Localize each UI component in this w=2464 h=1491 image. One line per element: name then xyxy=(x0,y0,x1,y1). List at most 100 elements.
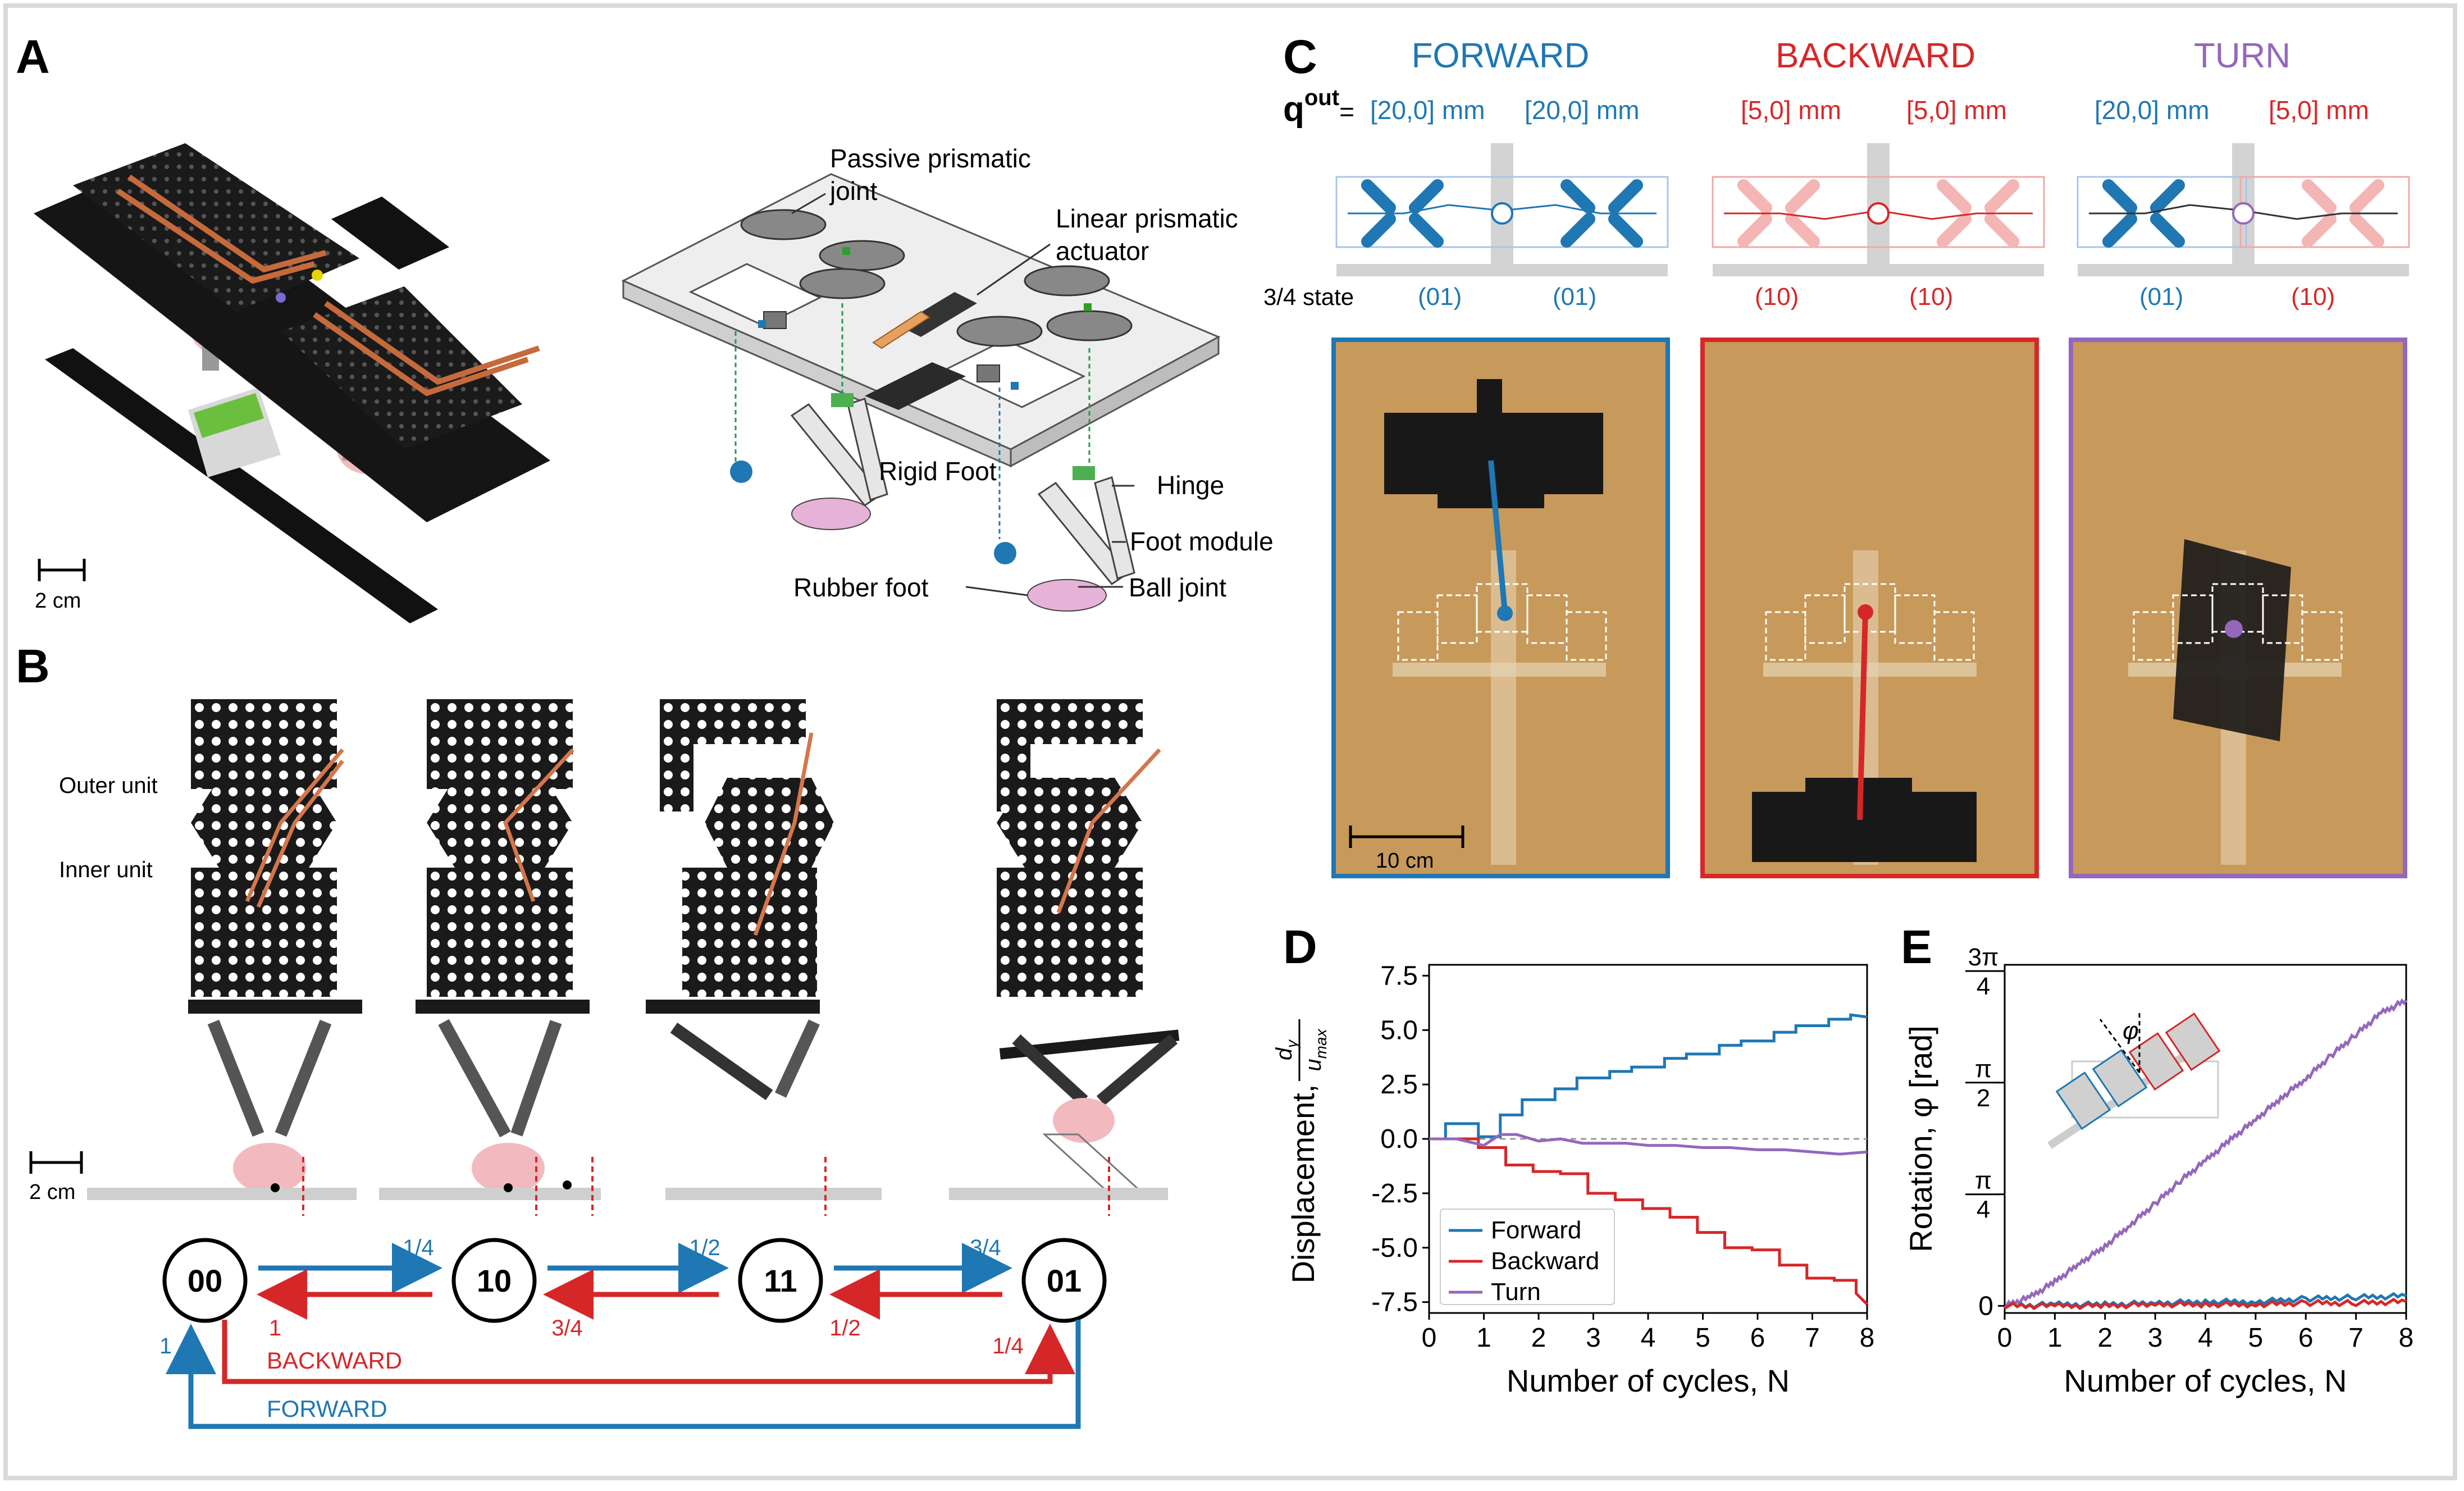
panel-letter-c: C xyxy=(1283,30,1317,83)
label-inner-unit: Inner unit xyxy=(59,858,153,882)
panel-b-scale-label: 2 cm xyxy=(29,1180,75,1204)
chart-d-xtick-label: 3 xyxy=(1586,1323,1601,1353)
q-forward-right: [20,0] mm xyxy=(1525,95,1640,125)
panel-letter-e: E xyxy=(1901,920,1932,973)
panel-b-side-views xyxy=(87,1000,1180,1216)
chart-e-inset-block-red xyxy=(2165,1012,2221,1071)
chart-e-inset-block-blue xyxy=(2092,1048,2148,1108)
chart-e-xtick-label: 8 xyxy=(2399,1323,2414,1353)
chart-d-ylabel-numerator-sub: y xyxy=(1283,1039,1301,1049)
chart-e-ytick-numerator: π xyxy=(1975,1167,1992,1194)
panel-letter-d: D xyxy=(1283,920,1317,973)
state-label-00: 00 xyxy=(188,1263,222,1298)
c-forward-state-left: (01) xyxy=(1418,283,1462,311)
q-backward-right: [5,0] mm xyxy=(1906,95,2007,125)
backward-label-1-4: 1/4 xyxy=(992,1334,1024,1358)
chart-d-legend xyxy=(1440,1209,1615,1305)
forward-label-3-4: 3/4 xyxy=(970,1235,1001,1260)
chart-d-ytick-label: -7.5 xyxy=(1371,1288,1418,1317)
c-title-backward: BACKWARD xyxy=(1776,37,1975,75)
chart-d-legend-label: Backward xyxy=(1491,1247,1599,1275)
forward-label-1-4: 1/4 xyxy=(403,1235,434,1260)
chart-d-series-backward xyxy=(1429,1137,1868,1306)
chart-d-xlabel: Number of cycles, N xyxy=(1507,1363,1790,1398)
chart-d-xtick-label: 1 xyxy=(1476,1323,1491,1353)
c-photo-backward xyxy=(1700,338,2039,878)
backward-label-1-2: 1/2 xyxy=(829,1316,861,1340)
state-node-01 xyxy=(1021,1238,1107,1323)
panel-a-photo xyxy=(34,143,550,623)
c-forward-state-right: (01) xyxy=(1553,283,1596,311)
panel-letter-a: A xyxy=(16,30,50,83)
c-turn-state-left: (01) xyxy=(2139,283,2183,311)
c-photo-forward xyxy=(1331,338,1670,878)
chart-d-series-turn xyxy=(1429,1133,1868,1156)
label-rigid-foot: Rigid Foot xyxy=(879,457,997,486)
chart-e-series-turn xyxy=(2003,998,2407,1310)
chart-d-ytick-label: 2.5 xyxy=(1380,1070,1418,1100)
label-linear-actuator-line1: Linear prismatic xyxy=(1056,204,1238,233)
chart-e-inset-block-red xyxy=(2128,1032,2184,1091)
chart-d-xtick-label: 5 xyxy=(1695,1323,1710,1353)
chart-d-xtick-label: 2 xyxy=(1531,1323,1546,1353)
panel-b-top-views xyxy=(191,699,1161,997)
q-forward-left: [20,0] mm xyxy=(1370,95,1485,125)
chart-d-ylabel-numerator: dy xyxy=(1272,1039,1301,1060)
chart-d-ylabel: Displacement, xyxy=(1285,1084,1321,1284)
chart-d-xtick-label: 0 xyxy=(1422,1323,1437,1353)
backward-loop-label: BACKWARD xyxy=(267,1347,402,1374)
label-linear-actuator: Linear prismatic actuator xyxy=(1056,204,1238,266)
c-photo-turn xyxy=(2069,338,2407,878)
state-node-10 xyxy=(451,1238,537,1323)
chart-d-legend-label: Forward xyxy=(1491,1216,1581,1244)
state-label-3-4: 3/4 state xyxy=(1263,284,1354,310)
c-title-turn: TURN xyxy=(2194,37,2290,75)
state-label-01: 01 xyxy=(1047,1263,1082,1298)
chart-e-xtick-label: 2 xyxy=(2097,1323,2112,1353)
chart-e-inset-block-blue xyxy=(2055,1071,2111,1130)
label-ball-joint: Ball joint xyxy=(1129,573,1226,602)
chart-d-xtick-label: 8 xyxy=(1860,1323,1875,1353)
label-linear-actuator-line2: actuator xyxy=(1056,236,1149,266)
chart-e-xtick-label: 1 xyxy=(2047,1323,2063,1353)
chart-e-xtick-label: 4 xyxy=(2198,1323,2213,1353)
chart-e-ytick-denominator: 4 xyxy=(1977,973,1990,1000)
chart-d-ytick-label: 0.0 xyxy=(1380,1124,1418,1154)
panel-b-scalebar xyxy=(29,1151,83,1174)
panel-a-schematic xyxy=(621,173,1221,612)
chart-e-inset-angle-line xyxy=(2099,1019,2141,1073)
chart-e-ytick-numerator: 3π xyxy=(1968,943,1999,971)
chart-e-xtick-label: 5 xyxy=(2248,1323,2264,1353)
chart-e-ytick-denominator: 2 xyxy=(1977,1084,1990,1112)
c-turn-state-right: (10) xyxy=(2291,283,2335,311)
chart-d-ytick-label: -2.5 xyxy=(1371,1179,1418,1209)
chart-e-xtick-label: 0 xyxy=(1997,1323,2013,1353)
q-backward-left: [5,0] mm xyxy=(1741,95,1841,125)
chart-e-inset-phi: φ xyxy=(2123,1017,2139,1045)
label-passive-joint-2: joint xyxy=(829,176,878,206)
chart-e-inset: φ xyxy=(2047,1011,2221,1149)
chart-e-xtick-label: 3 xyxy=(2148,1323,2163,1353)
chart-d-xtick-label: 4 xyxy=(1641,1323,1656,1353)
backward-label-1: 1 xyxy=(269,1316,281,1340)
forward-label-1: 1 xyxy=(159,1334,172,1358)
forward-label-1-2: 1/2 xyxy=(689,1235,720,1260)
chart-d-xtick-label: 7 xyxy=(1805,1323,1820,1353)
backward-label-3-4: 3/4 xyxy=(551,1316,583,1340)
chart-d-xtick-label: 6 xyxy=(1750,1323,1765,1353)
label-hinge: Hinge xyxy=(1157,471,1224,500)
panel-a-scale-label: 2 cm xyxy=(35,589,81,613)
chart-e-xtick-label: 7 xyxy=(2348,1323,2363,1353)
c-backward-state-right: (10) xyxy=(1909,283,1953,311)
chart-d-ytick-label: -5.0 xyxy=(1371,1233,1418,1263)
q-turn-right: [5,0] mm xyxy=(2269,95,2369,125)
qout-label: qout= xyxy=(1283,85,1354,129)
chart-e-ytick-numerator: π xyxy=(1975,1055,1992,1083)
chart-d-ylabel-denominator-sub: max xyxy=(1312,1028,1330,1059)
label-rubber-foot: Rubber foot xyxy=(793,573,929,602)
